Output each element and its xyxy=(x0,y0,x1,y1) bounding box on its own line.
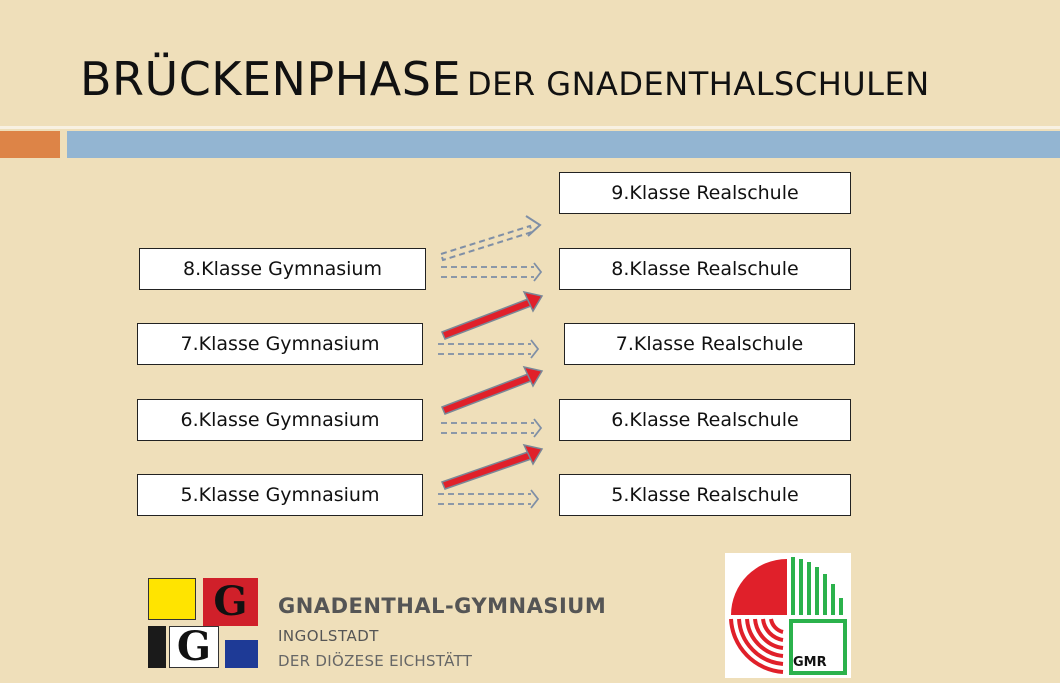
gym-class-7-box: 7.Klasse Gymnasium xyxy=(137,323,423,365)
header-rule xyxy=(0,126,1060,129)
arrow-solid-5-to-6 xyxy=(440,443,544,490)
arrow-dashed-7-to-7 xyxy=(438,339,540,359)
logo-red-square: G xyxy=(203,578,258,626)
school-diocese: DER DIÖZESE EICHSTÄTT xyxy=(278,652,473,670)
real-class-7-box: 7.Klasse Realschule xyxy=(564,323,855,365)
real-class-9-box: 9.Klasse Realschule xyxy=(559,172,851,214)
real-class-5-box: 5.Klasse Realschule xyxy=(559,474,851,516)
title-main: BRÜCKENPHASE xyxy=(80,52,462,106)
arrow-dashed-8-to-8 xyxy=(441,262,543,282)
gym-class-6-box: 6.Klasse Gymnasium xyxy=(137,399,423,441)
real-class-8-box: 8.Klasse Realschule xyxy=(559,248,851,290)
gym-class-7-label: 7.Klasse Gymnasium xyxy=(180,333,380,355)
gym-class-5-label: 5.Klasse Gymnasium xyxy=(180,484,380,506)
arrow-dashed-5-to-5 xyxy=(438,489,540,509)
gym-class-8-box: 8.Klasse Gymnasium xyxy=(139,248,426,290)
gym-class-8-label: 8.Klasse Gymnasium xyxy=(183,258,382,280)
arrow-dashed-6-to-6 xyxy=(441,418,543,438)
school-name: GNADENTHAL-GYMNASIUM xyxy=(278,594,607,618)
real-class-6-box: 6.Klasse Realschule xyxy=(559,399,851,441)
school-city: INGOLSTADT xyxy=(278,627,379,645)
logo-letter-g-bottom: G xyxy=(176,623,212,670)
real-class-6-label: 6.Klasse Realschule xyxy=(611,409,799,431)
arrow-dashed-diagonal-8-to-9 xyxy=(439,215,542,262)
real-class-9-label: 9.Klasse Realschule xyxy=(611,182,799,204)
title-sub: DER GNADENTHALSCHULEN xyxy=(467,65,930,103)
gmr-logo: GMR xyxy=(725,553,851,678)
gmr-label: GMR xyxy=(793,655,827,670)
logo-black-bar xyxy=(148,626,166,668)
accent-bar-orange xyxy=(0,131,60,158)
logo-yellow-square xyxy=(148,578,196,620)
real-class-5-label: 5.Klasse Realschule xyxy=(611,484,799,506)
logo-letter-g-top: G xyxy=(213,578,248,625)
real-class-8-label: 8.Klasse Realschule xyxy=(611,258,799,280)
real-class-7-label: 7.Klasse Realschule xyxy=(615,333,804,355)
arrow-solid-6-to-7 xyxy=(441,365,544,415)
gymnasium-logo: G G xyxy=(148,578,258,670)
gmr-logo-graphic xyxy=(729,557,847,675)
arrow-solid-7-to-8 xyxy=(441,290,544,340)
logo-blue-square xyxy=(225,640,258,668)
gym-class-6-label: 6.Klasse Gymnasium xyxy=(180,409,380,431)
logo-white-square: G xyxy=(169,626,219,668)
accent-bar-blue xyxy=(67,131,1060,158)
gym-class-5-box: 5.Klasse Gymnasium xyxy=(137,474,423,516)
